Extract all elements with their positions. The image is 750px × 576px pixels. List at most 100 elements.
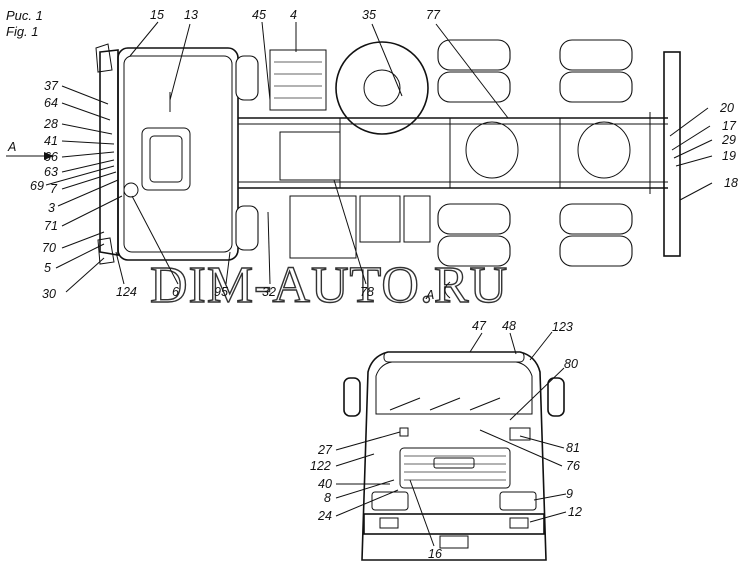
callout-64: 64: [44, 96, 58, 110]
leader-line: [333, 179, 367, 285]
leader-line: [679, 182, 713, 201]
radiator-grille: [399, 447, 511, 489]
cab-roof: [123, 55, 233, 253]
leader-line: [225, 251, 231, 285]
callout-15: 15: [150, 8, 164, 22]
callout-123: 123: [552, 320, 573, 334]
mirror-left: [343, 377, 361, 417]
leader-line: [479, 429, 563, 467]
callout-122: 122: [310, 459, 331, 473]
callout-4: 4: [290, 8, 297, 22]
callout-28: 28: [43, 117, 58, 131]
leader-line: [409, 479, 435, 547]
leader-line: [267, 211, 271, 285]
cab-outline: [117, 47, 239, 261]
leader-line: [61, 123, 113, 135]
callout-45: 45: [252, 8, 266, 22]
leader-line: [61, 140, 115, 145]
leader-line: [371, 23, 403, 97]
tire: [559, 235, 633, 267]
axle-2-housing: [577, 121, 631, 179]
leader-line: [335, 489, 399, 517]
leader-line: [335, 453, 375, 467]
callout-35: 35: [362, 8, 376, 22]
callout-78: 78: [360, 285, 374, 299]
leader-line: [61, 159, 115, 173]
callout-37: 37: [44, 79, 59, 93]
leader-line: [533, 493, 567, 501]
tire: [437, 39, 511, 71]
leader-line: [261, 21, 271, 101]
leader-lines: [45, 21, 713, 547]
leader-line: [469, 332, 483, 353]
mirror-right-top: [97, 237, 115, 265]
air-tank: [359, 195, 401, 243]
brand-badge: [433, 457, 475, 469]
callout-5: 5: [44, 261, 51, 275]
leader-line: [61, 231, 105, 249]
battery-box: [269, 49, 327, 111]
leader-line: [509, 332, 517, 355]
callout-32: 32: [262, 285, 276, 299]
front-bumper-front: [363, 513, 545, 535]
leader-line: [61, 85, 109, 105]
caption-line-2: Fig. 1: [6, 24, 39, 39]
callout-124: 124: [116, 285, 137, 299]
leader-line: [669, 107, 709, 137]
tire: [559, 39, 633, 71]
roof-hatch: [141, 127, 191, 191]
callout-80: 80: [564, 357, 578, 371]
leader-line: [435, 23, 509, 119]
leader-line: [529, 511, 567, 523]
wiper: [469, 397, 501, 411]
callout-95: 95: [214, 285, 228, 299]
callout-12: 12: [568, 505, 582, 519]
leader-line: [61, 195, 123, 227]
indicator-81: [509, 427, 531, 441]
tire: [437, 203, 511, 235]
tire: [437, 235, 511, 267]
caption-line-1: Рис. 1: [6, 8, 43, 23]
roof-hatch-inner: [149, 135, 183, 183]
spare-wheel: [335, 41, 429, 135]
indicator-27: [399, 427, 409, 437]
leader-line: [673, 139, 713, 159]
fog-lamp-left: [379, 517, 399, 529]
callout-47: 47: [472, 319, 487, 333]
leader-line: [509, 367, 565, 421]
view-arrow-left: A: [6, 140, 54, 160]
callout-41: 41: [44, 134, 58, 148]
leader-line: [335, 431, 401, 451]
front-view-drawing: [343, 351, 565, 561]
callout-19: 19: [722, 149, 736, 163]
callout-48: 48: [502, 319, 516, 333]
view-arrow-curve: [444, 281, 451, 299]
rear-beam: [663, 51, 681, 257]
top-view-callouts: 15 13 45 4 35 77 37 64 28 41 66 63 69 7 …: [30, 8, 738, 301]
axle-1-housing: [465, 121, 519, 179]
leader-line: [61, 151, 115, 158]
callout-77: 77: [426, 8, 441, 22]
callout-3: 3: [48, 201, 55, 215]
callout-17: 17: [722, 119, 737, 133]
view-marker-label: A: [7, 140, 16, 154]
front-view-callouts: 47 48 123 80 27 81 122 76 40 8 9 24 12 1…: [310, 319, 582, 561]
leader-line: [675, 155, 713, 167]
headlight-left: [371, 491, 409, 511]
mirror-left-top: [95, 43, 113, 73]
callout-76: 76: [566, 459, 580, 473]
roof-visor: [383, 351, 525, 363]
callout-71: 71: [44, 219, 58, 233]
callout-81: 81: [566, 441, 580, 455]
fog-lamp-right: [509, 517, 529, 529]
gearbox: [279, 131, 341, 181]
view-marker-bottom: A: [425, 281, 451, 302]
callout-66: 66: [44, 150, 58, 164]
callout-24: 24: [317, 509, 332, 523]
view-marker-label: A: [425, 288, 434, 302]
leader-line: [45, 165, 115, 186]
callout-20: 20: [719, 101, 734, 115]
air-tank-2: [403, 195, 431, 243]
callout-40: 40: [318, 477, 332, 491]
